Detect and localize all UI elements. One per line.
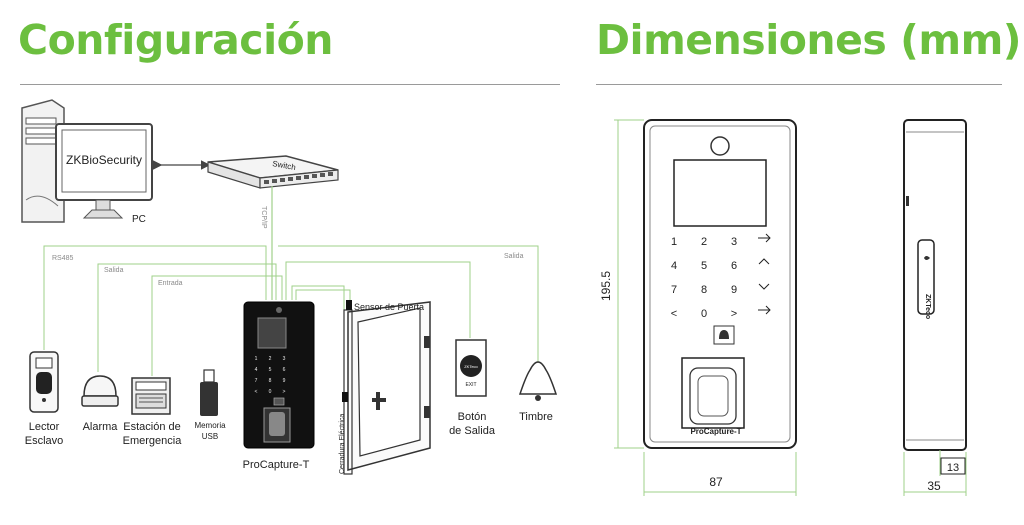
emergency-label-2: Emergencia [123,435,183,447]
pc-label: PC [132,214,146,225]
front-view [643,119,797,449]
exit-plate-brand: ZKTeco [464,364,478,369]
front-view-key: 7 [671,284,677,296]
side-brand-label: ZKTeco [924,294,931,319]
front-view-key: 8 [701,284,707,296]
terminal-small-key: 6 [283,367,286,373]
terminal-small-key: 1 [255,356,258,362]
terminal-small-keypad: 1 2 3 4 5 6 7 8 9 <0 > [255,356,286,395]
tcpip-label: TCP/IP [260,206,267,229]
exit-label-2: de Salida [449,425,496,437]
switch-label: Switch [272,159,297,172]
salida-right-label: Salida [504,253,524,260]
front-view-key: 3 [731,236,737,248]
terminal-label: ProCapture-T [243,459,310,471]
bell-label: Timbre [519,411,553,423]
width-value: 87 [709,475,723,489]
depth-value: 35 [927,479,941,493]
door-sensor-label: Sensor de Puerta [354,302,424,312]
usb-label-1: Memoria [194,421,226,430]
usb-stick [200,369,218,416]
config-title-rule [20,84,560,85]
entrada-label: Entrada [158,280,183,287]
terminal-small-key: 8 [269,378,272,384]
exit-label-1: Botón [458,411,487,423]
usb-label-2: USB [202,432,218,441]
front-view-nav-icons [758,233,771,315]
alarm-device [81,375,119,407]
network-switch [207,155,339,189]
terminal-small-key: 0 [269,389,272,395]
base-value-box [940,457,966,475]
salida-left-label: Salida [104,267,124,274]
front-view-key: 6 [731,260,737,272]
reader-label-2: Esclavo [25,435,64,447]
front-view-key: < [671,308,677,320]
exit-plate-exit: EXIT [465,382,476,388]
terminal-small-key: 2 [269,356,272,362]
terminal-small-key: 7 [255,378,258,384]
height-dimension [614,119,644,449]
terminal-small-key: > [283,389,286,395]
terminal-small-key: 4 [255,367,258,373]
emergency-label-1: Estación de [123,421,180,433]
front-view-key: 0 [701,308,707,320]
pc-tower [21,99,65,223]
emergency-station [131,377,171,415]
exit-button-device [455,339,487,397]
front-view-key: 5 [701,260,707,272]
front-view-key: > [731,308,737,320]
electric-lock-label: Cerradura Eléctrica [339,414,346,474]
front-model-label: ProCapture-T [690,427,741,436]
alarm-label: Alarma [83,421,119,433]
terminal-small-key: 3 [283,356,286,362]
rs485-label: RS485 [52,255,74,262]
door [342,300,431,475]
terminal-small-key: < [255,389,258,395]
software-label: ZKBioSecurity [66,153,142,167]
slave-reader [29,351,59,413]
terminal-small-key: 5 [269,367,272,373]
wiring [43,245,539,376]
side-usb-icon [924,256,930,260]
bell-device [518,361,558,401]
height-value: 195.5 [599,271,613,301]
front-view-key: 1 [671,236,677,248]
reader-label-1: Lector [29,421,60,433]
base-value: 13 [947,462,959,474]
front-view-key: 2 [701,236,707,248]
front-view-key: 4 [671,260,677,272]
side-view [903,119,967,451]
dimensions-title-rule [596,84,1002,85]
terminal-small-key: 9 [283,378,286,384]
config-title: Configuración [18,16,333,64]
front-view-keypad: 1 2 3 4 5 6 7 8 9 <0 > [671,236,737,320]
terminal-small-sensor [263,397,291,443]
terminal-small [243,301,315,449]
dimensions-title: Dimensiones (mm) [596,16,1022,64]
front-view-key: 9 [731,284,737,296]
pc-monitor [55,123,153,219]
width-dimension [643,452,797,496]
